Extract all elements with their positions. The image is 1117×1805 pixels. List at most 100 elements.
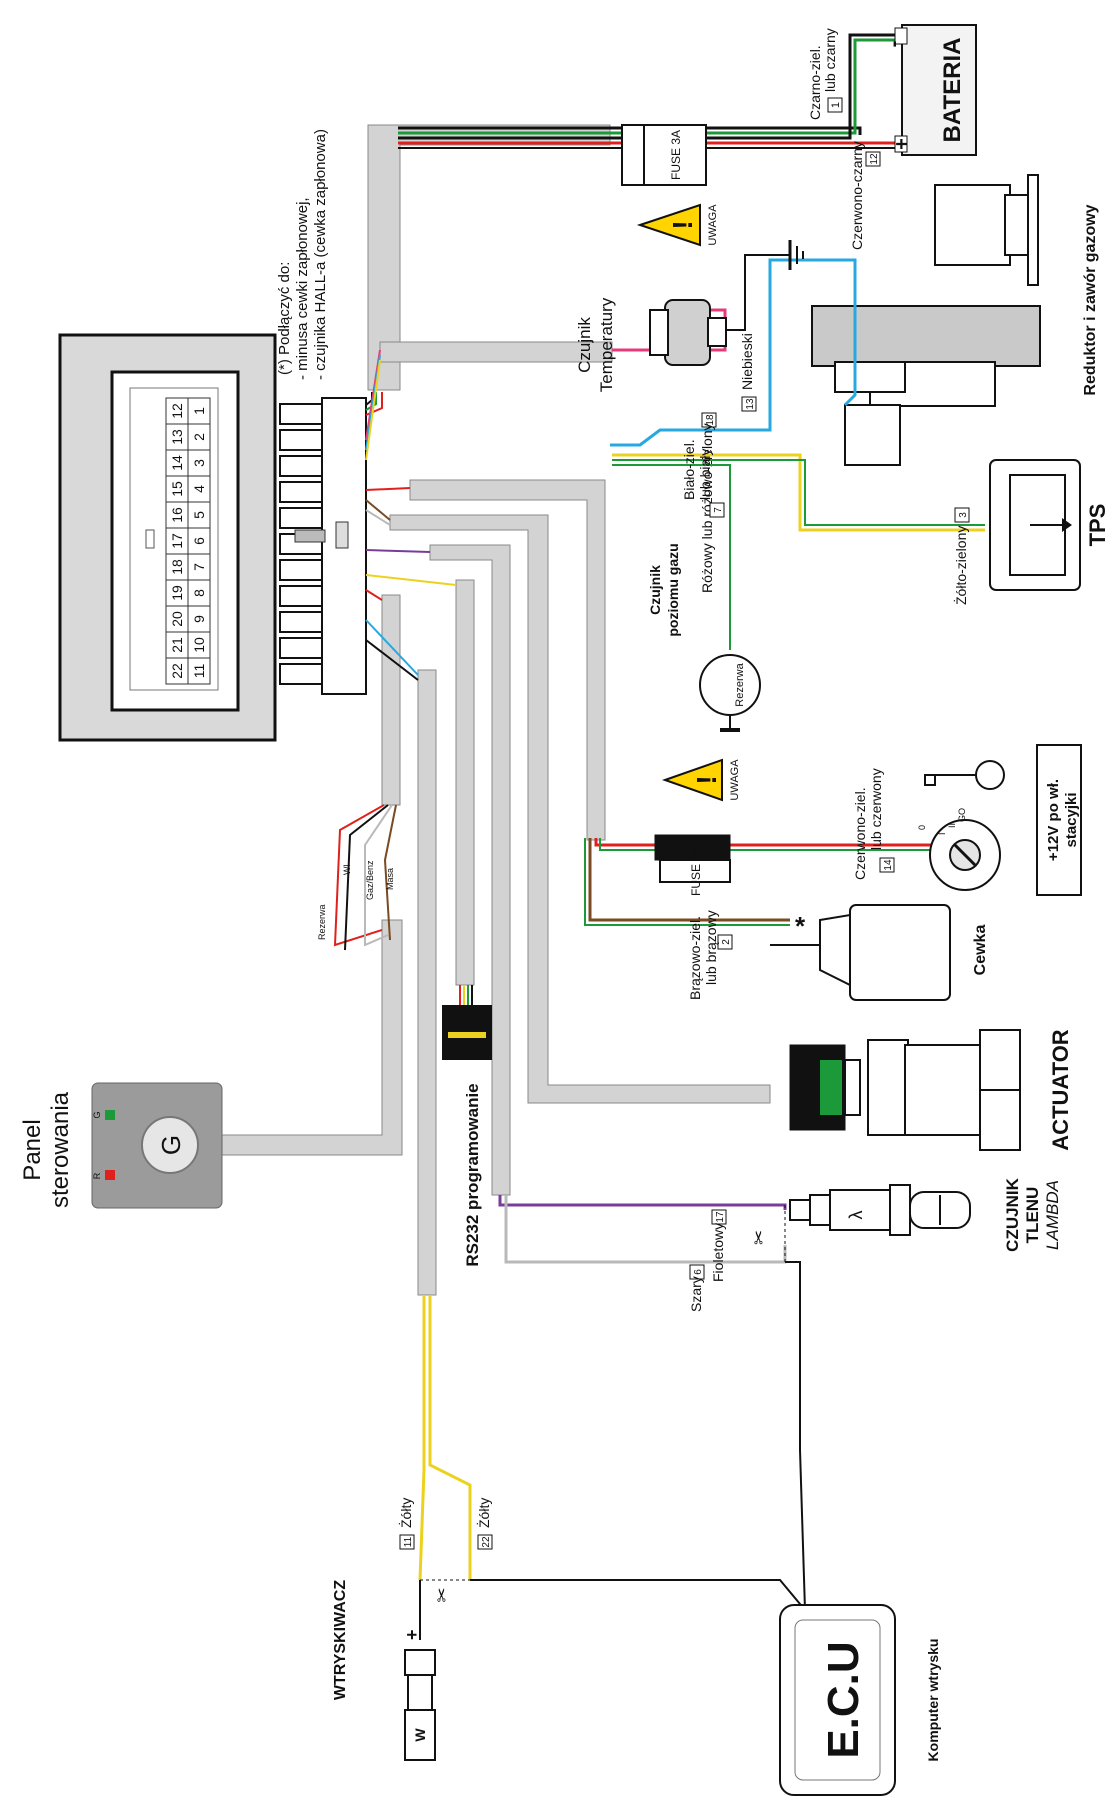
pin-number: 19 [169,585,185,601]
injector-label: WTRYSKIWACZ [332,1580,349,1701]
key-go: GO [957,808,967,822]
lambda-body [829,1189,891,1231]
rs232-connector-band [448,1032,486,1038]
panel-led-green [105,1110,115,1120]
wire7-text1: Biało-ziel. [681,439,697,500]
plug-wire-8 [365,499,391,521]
wire-22-yellow [428,1295,472,1580]
tps-section: TPS 3 Żółto-zielony [612,453,1110,605]
pin-number: 18 [169,559,185,575]
harness-injector [417,669,437,1296]
pin-number: 4 [191,485,207,493]
coil-cap [819,913,851,987]
plug-rib [279,481,323,503]
switch-wire-rezerwa [333,804,385,947]
wire-13-blue [610,258,857,447]
wire1-text1: Czarno-ziel. [807,45,823,120]
wire6-num: 6 [693,1269,704,1275]
pin-cell [187,397,211,425]
wire11-text: Żółty [397,1498,414,1528]
pin-number: 6 [191,537,207,545]
switch-rezerwa: Rezerwa [317,904,327,940]
coil-body [849,904,951,1001]
pin-number: 7 [191,563,207,571]
pin-number: 10 [191,637,207,653]
wire3-num-box [954,507,970,523]
wire14-num-box [879,857,895,873]
actuator-pipe-bottom [979,1089,1021,1151]
warning-label-2: UWAGA [729,759,741,801]
plug-rib [279,429,323,451]
panel-led-r-label: R [92,1172,102,1179]
pin-number: 2 [191,433,207,441]
lambda-collar [809,1194,831,1226]
ecu-caption: Komputer wtrysku [925,1639,941,1762]
actuator-section: ACTUATOR [789,1029,1073,1151]
temp-sensor-plug [707,317,727,347]
battery-terminal-plus [894,135,908,153]
ecu-inner [794,1619,881,1781]
wire-14-red [594,838,955,847]
ignition-label1: +12V po wł. [1045,779,1062,861]
pin-number: 8 [191,589,207,597]
reducer-solenoid [834,361,906,393]
wire3-text: Żółto-zielony [952,526,969,605]
fuse-7a-label-box [659,859,731,883]
panel-title2: sterowania [47,1091,74,1208]
key-2: II [947,823,957,828]
wire13-num-box [741,396,757,412]
pin-number: 16 [169,507,185,523]
battery-section: - + BATERIA 1 Czarno-ziel. lub czarny 12… [398,24,977,250]
wire-2-brown [588,838,790,922]
temp-sensor-thread [649,309,669,356]
plug-lock [335,521,349,549]
harness-bundles [219,124,771,1296]
panel-button[interactable] [141,1116,199,1174]
pin-number: 13 [169,429,185,445]
wire-3-green [612,459,985,526]
level-sensor-body [699,654,761,716]
injector-plug [404,1649,436,1676]
actuator-pipe-top [979,1029,1021,1091]
reducer-label: Reduktor i zawór gazowy [1082,204,1099,395]
plug-wire-7 [365,487,411,491]
scissors-icon-2: ✂ [432,1587,452,1602]
fuse-3a-label-box [643,124,707,186]
battery-plus-sign: + [891,138,913,150]
switch-gaz: Gaz/Benz [365,860,375,900]
plug-wire-11 [365,574,457,586]
temp-sensor-body [664,299,711,366]
lambda-label1: CZUJNIK [1003,1177,1022,1251]
wire14-text1: Czerwono-ziel. [852,787,868,880]
switch-wire-gaz [364,804,393,947]
rs232-section: RS232 programowanie [442,985,492,1267]
fuse-3a [621,124,645,186]
wire11-num-box [399,1534,415,1550]
wire2-num-box [717,934,733,950]
wire7-num: 7 [713,507,724,513]
injector-body [407,1674,433,1711]
lambda-symbol: λ [846,1211,866,1220]
injector-section: ✂ + W WTRYSKIWACZ 11 Żółty 22 Żółty [332,1295,806,1761]
switch-wl: Wl [342,865,352,876]
pin-number: 1 [191,407,207,415]
actuator-body [904,1044,986,1136]
ignition-label-box [1036,744,1082,896]
connector-plug [321,397,367,695]
pin-number: 11 [191,664,207,679]
panel-button-letter: G [156,1135,186,1155]
switch-wires-section: Rezerwa Wl Gaz/Benz Masa [317,804,397,951]
injector-nozzle [404,1709,436,1761]
pin-number: 17 [169,533,185,549]
wire17-num: 17 [715,1211,726,1223]
fuse-7a [654,834,731,861]
wire22-text: Żółty [475,1498,492,1528]
ignition-label2: stacyjki [1063,792,1080,847]
injector-plus: + [402,1629,422,1640]
reducer-body [811,305,1041,367]
coil-section: * Cewka 2 Brązowo-ziel. lub brązowy [584,838,989,1001]
tps-label: TPS [1085,504,1110,547]
